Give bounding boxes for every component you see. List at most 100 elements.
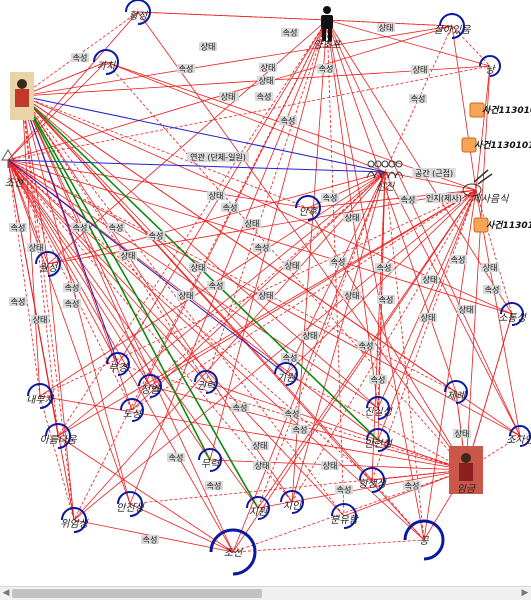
node-label: 내부자: [26, 394, 55, 406]
svg-text:속성: 속성: [209, 282, 224, 291]
edge-line: [21, 95, 151, 387]
tree-icon: [1, 149, 15, 168]
svg-text:속성: 속성: [319, 65, 334, 74]
node-mid_top[interactable]: 안후: [295, 195, 321, 221]
node-wolseong[interactable]: 월성: [35, 251, 61, 277]
edge-line: [475, 189, 513, 315]
node-gwollyeok[interactable]: 권력: [194, 370, 218, 394]
edge-line: [21, 95, 234, 553]
edge-line: [149, 171, 386, 387]
node-king_bottom[interactable]: 임금: [449, 446, 483, 495]
node-label: 양초포: [313, 39, 341, 51]
node-sotong[interactable]: 소통성: [498, 302, 528, 326]
edge-line: [7, 65, 491, 161]
edge-line: [291, 171, 386, 503]
event-label: 사건11301010: [474, 140, 531, 151]
svg-text:속성: 속성: [257, 93, 272, 102]
event-node[interactable]: 사건113010: [469, 102, 531, 118]
node-label: 지인: [283, 500, 302, 512]
node-tree_left[interactable]: 조선: [1, 149, 25, 189]
node-person_top[interactable]: 양초포: [313, 6, 342, 51]
svg-text:속성: 속성: [109, 224, 124, 233]
edge-line: [131, 189, 477, 411]
edge-line: [129, 19, 328, 505]
edge-line: [475, 65, 491, 191]
node-anjeonseong[interactable]: 안전성: [116, 491, 146, 517]
event-label: 사건113010: [482, 105, 531, 116]
node-label: 공: [419, 536, 429, 547]
node-areumdaum[interactable]: 아름다움: [40, 423, 78, 449]
node-bunyuham[interactable]: 분유함: [330, 503, 360, 529]
edge-line: [232, 189, 477, 553]
node-muryeok[interactable]: 무력: [198, 448, 222, 472]
edge-line: [73, 171, 386, 521]
node-hanggeong[interactable]: 항생성: [358, 467, 388, 493]
node-naebuja[interactable]: 내부자: [26, 383, 56, 409]
edge-line: [137, 11, 328, 21]
edge-label: 상태: [453, 429, 471, 439]
node-group[interactable]: 신진: [366, 160, 404, 193]
node-giwon[interactable]: 기원: [274, 362, 298, 386]
node-king_portrait[interactable]: [10, 72, 34, 120]
svg-text:연관 (단체-일원): 연관 (단체-일원): [190, 152, 246, 162]
node-ritual[interactable]: 제사음식: [462, 169, 509, 205]
node-label: 정벌: [141, 384, 161, 396]
node-right_top[interactable]: 낭: [479, 55, 501, 77]
node-label: 조선: [224, 547, 244, 559]
node-label: 임금: [457, 483, 476, 495]
node-jiin[interactable]: 지인: [280, 490, 304, 514]
scroll-thumb[interactable]: [12, 589, 262, 598]
edge-line: [7, 159, 41, 397]
node-joseon[interactable]: 조선: [209, 528, 257, 576]
event-node[interactable]: 사건113010: [473, 217, 531, 233]
node-gong[interactable]: 공: [403, 519, 445, 561]
edge-label: 상태: [421, 275, 439, 285]
scroll-left-arrow-icon[interactable]: ◀: [2, 588, 10, 598]
node-jinsilseong[interactable]: 진실성: [364, 396, 394, 420]
svg-text:상태: 상태: [379, 23, 394, 33]
svg-text:속성: 속성: [65, 300, 80, 309]
edge-line: [285, 189, 477, 375]
horizontal-scrollbar[interactable]: ◀ ▶: [0, 586, 531, 600]
group-of-people-icon: [366, 160, 404, 179]
edge-line: [232, 171, 386, 553]
node-jojeon[interactable]: 조자연: [506, 425, 531, 447]
edge-line: [105, 61, 386, 173]
svg-text:상태: 상태: [345, 291, 360, 301]
edge-line: [21, 95, 345, 517]
event-node[interactable]: 사건11301010: [461, 137, 531, 153]
edge-label: 속성: [221, 203, 239, 213]
node-jiwon[interactable]: 지원: [246, 496, 270, 520]
edge-line: [137, 11, 467, 471]
scroll-right-arrow-icon[interactable]: ▶: [521, 588, 529, 598]
node-bugyeong[interactable]: 부경: [106, 352, 130, 376]
edge-line: [57, 189, 477, 437]
node-allyeonseong[interactable]: 안련성: [364, 428, 394, 452]
svg-text:상태: 상태: [245, 219, 260, 229]
node-label: 항생성: [358, 478, 387, 490]
edge-line: [21, 95, 207, 383]
ritual-food-icon: [462, 169, 493, 197]
svg-text:상태: 상태: [413, 65, 428, 75]
node-jesa[interactable]: 제례: [444, 380, 468, 404]
edge-label: 속성: [253, 243, 271, 253]
edge-line: [7, 159, 345, 517]
edge-label: 속성: [335, 485, 353, 495]
node-wiyeomseong[interactable]: 위엄성: [60, 507, 90, 533]
edge-label: 상태: [457, 305, 475, 315]
node-doseong[interactable]: 도성: [120, 398, 144, 422]
node-hwangseong[interactable]: 황성: [125, 0, 151, 25]
edge-line: [73, 189, 477, 521]
svg-text:속성: 속성: [283, 29, 298, 38]
edge-line: [39, 395, 467, 471]
node-salaitneun[interactable]: 살아있음: [434, 13, 472, 39]
node-jeongbeol[interactable]: 정벌: [138, 374, 162, 398]
svg-text:속성: 속성: [169, 454, 184, 463]
node-gachi[interactable]: 가치: [93, 49, 119, 75]
ring-icon: [138, 374, 162, 398]
edge-label: 상태: [343, 213, 361, 223]
svg-text:공간 (근접): 공간 (근접): [415, 168, 453, 178]
edge-line: [307, 171, 386, 209]
edge-label: 상태: [259, 63, 277, 73]
svg-text:속성: 속성: [371, 376, 386, 385]
